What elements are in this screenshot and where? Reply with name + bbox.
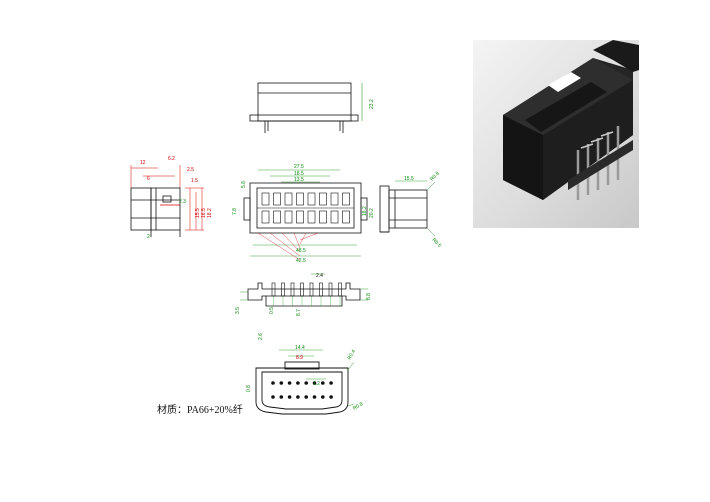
material-note: 材质：PA66+20%纤 [157, 405, 243, 416]
dim-right-r0-5: R0.5 [431, 237, 443, 249]
section-pin [281, 282, 285, 297]
dim-side-2-5: 2.5 [187, 167, 194, 173]
dim-section-3-5: 3.5 [235, 307, 241, 314]
bottom-pin [296, 381, 300, 385]
side-dims [130, 165, 204, 231]
dim-front-20-2: 20.2 [369, 208, 375, 218]
section-pin [338, 282, 342, 297]
dim-side-18-2: 18.2 [207, 208, 213, 218]
bottom-pin [271, 381, 275, 385]
front-pin-slot [284, 192, 293, 206]
dim-side-1-5: 1.5 [191, 178, 198, 184]
dim-section-0-5: 0.5 [269, 307, 275, 314]
front-pin-slot [261, 210, 270, 224]
side-view [130, 187, 181, 237]
dim-bottom-1-2: 1.2 [313, 381, 320, 387]
section-pin [309, 282, 314, 297]
dim-front-48-5: 48.5 [296, 248, 306, 254]
bottom-pin [329, 395, 333, 399]
front-dims [250, 169, 361, 257]
dim-front-27-5: 27.5 [294, 164, 304, 170]
section-pin [300, 282, 304, 297]
bottom-pin [312, 395, 317, 399]
dim-section-8-8: 8.8 [366, 293, 372, 300]
dim-section-2-6: 2.6 [258, 333, 264, 340]
front-pin-slot [342, 210, 350, 224]
dim-bottom-r0-4: R0.4 [347, 349, 358, 361]
section-dims [240, 273, 368, 301]
bottom-pin [312, 381, 317, 385]
dim-front-18-5: 18.5 [294, 171, 304, 177]
dim-side-6-2: 6.2 [168, 156, 175, 162]
bottom-pin [304, 381, 309, 385]
dim-right-15-5: 15.5 [404, 176, 414, 182]
dim-front-13-5: 13.5 [294, 177, 304, 183]
dim-section-2-4: 2.4 [316, 273, 323, 279]
right-dims [395, 180, 436, 237]
section-view [247, 282, 361, 307]
front-pin-slot [319, 192, 327, 206]
connector-render [503, 40, 639, 200]
dim-side-15-5: 15.5 [195, 208, 201, 218]
bottom-pin [271, 395, 275, 399]
section-pin [290, 282, 295, 297]
section-pin [328, 282, 333, 297]
bottom-pin [296, 395, 300, 399]
bottom-dims [279, 349, 355, 407]
front-pin-slot [307, 192, 316, 206]
front-pin-slot [284, 210, 293, 224]
bottom-pin-grid [271, 381, 333, 399]
front-pin-slot [342, 192, 350, 206]
dim-bottom-8-9: 8.9 [296, 355, 303, 361]
bottom-view [255, 361, 349, 415]
top-view [249, 82, 363, 133]
dim-front-42-5: 42.5 [296, 258, 306, 264]
section-pins [271, 282, 342, 306]
front-pin-slot [330, 210, 339, 224]
front-pin-slot [296, 192, 304, 206]
front-pin-slot [319, 210, 327, 224]
dim-front-18-2: 18.2 [362, 206, 368, 216]
front-pin-slot [307, 210, 316, 224]
dim-front-5-8: 5.8 [241, 181, 247, 188]
front-pin-slot [296, 210, 304, 224]
bottom-pin [287, 381, 292, 385]
dim-bottom-r0-8: R0.8 [352, 401, 364, 412]
front-pin-slot [330, 192, 339, 206]
front-pin-slot [273, 192, 281, 206]
section-pin [271, 282, 276, 297]
bottom-pin [321, 395, 325, 399]
dim-side-2: 2 [147, 234, 150, 240]
bottom-pin [279, 395, 284, 399]
dim-front-7-8: 7.8 [232, 208, 238, 215]
dim-section-8-7: 8.7 [296, 309, 302, 316]
front-pin-slot [261, 192, 270, 206]
bottom-pin [287, 395, 292, 399]
connector-photo [473, 40, 639, 228]
dim-side-2-3: 2.3 [179, 199, 186, 205]
bottom-pin [321, 381, 325, 385]
dim-bottom-0-8: 0.8 [246, 385, 252, 392]
dim-right-r0-8: R0.8 [429, 171, 441, 183]
front-pin-grid [257, 192, 354, 224]
bottom-pin [279, 381, 284, 385]
dim-side-6: 6 [147, 176, 150, 182]
dim-side-16-5: 16.5 [201, 208, 207, 218]
front-pin-slot [273, 210, 281, 224]
bottom-pin [304, 395, 309, 399]
right-view [379, 185, 428, 233]
front-red-leaders [257, 232, 319, 261]
dim-side-12: 12 [140, 160, 146, 166]
section-pin [319, 282, 323, 297]
dim-bottom-14-4: 14.4 [295, 345, 305, 351]
bottom-pin [329, 381, 333, 385]
dim-top-height: 23.2 [369, 99, 375, 109]
